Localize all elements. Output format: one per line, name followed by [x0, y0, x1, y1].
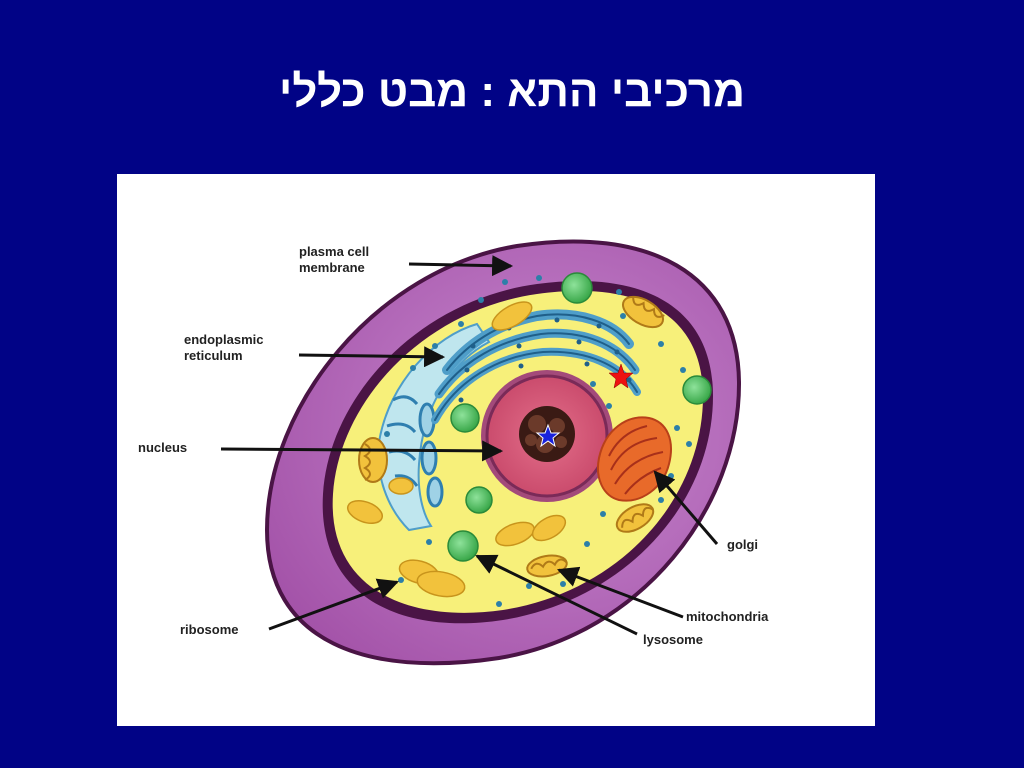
red-star-marker: [608, 363, 634, 389]
pointer-arrows: [220, 255, 719, 636]
arrow-ribosome: [268, 578, 399, 631]
cell-diagram-figure: plasma cell membrane endoplasmic reticul…: [117, 174, 875, 726]
label-plasma-membrane-line2: membrane: [299, 260, 365, 275]
label-plasma-membrane-line1: plasma cell: [299, 244, 370, 259]
label-endoplasmic-reticulum: endoplasmic reticulum: [184, 332, 263, 364]
mitochondrion: [622, 295, 665, 329]
vesicles: [346, 301, 567, 598]
label-er-line2: reticulum: [184, 348, 243, 363]
mitochondrion: [358, 437, 388, 483]
arrow-plasma-membrane: [408, 255, 514, 277]
label-plasma-membrane: plasma cell membrane: [299, 244, 369, 276]
label-lysosome: lysosome: [643, 632, 703, 647]
rough-er: [431, 309, 641, 424]
arrow-lysosome: [475, 554, 638, 636]
blue-star-marker: [535, 423, 561, 448]
mitochondrion: [615, 503, 655, 533]
label-nucleus: nucleus: [138, 440, 188, 455]
label-mitochondria: mitochondria: [686, 609, 769, 624]
label-ribosome: ribosome: [180, 622, 239, 637]
arrow-golgi: [653, 470, 719, 545]
label-golgi: golgi: [727, 537, 759, 552]
arrow-mitochondria: [557, 566, 684, 619]
arrow-nucleus: [220, 440, 504, 462]
lysosomes: [447, 272, 712, 562]
arrow-endoplasmic-reticulum: [298, 346, 446, 368]
cell-diagram: [220, 239, 742, 666]
slide-title: מרכיבי התא : מבט כללי: [278, 67, 746, 116]
label-er-line1: endoplasmic: [184, 332, 264, 347]
golgi-apparatus: [597, 416, 672, 502]
mitochondrion: [526, 554, 568, 578]
